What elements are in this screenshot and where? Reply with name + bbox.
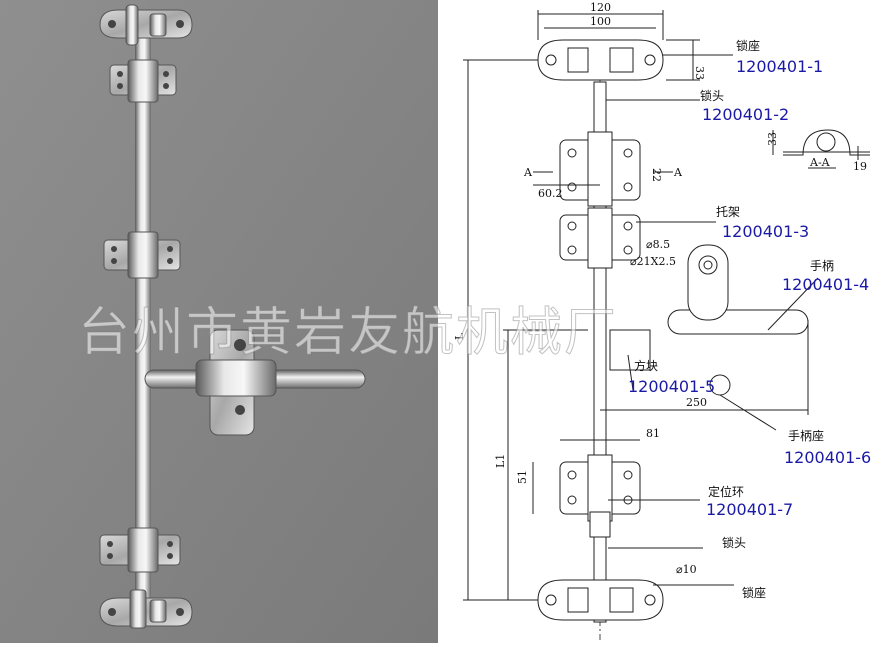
section-mark-a-right: A	[673, 166, 683, 179]
dim-tube: ⌀21X2.5	[630, 255, 676, 268]
section-aa	[772, 129, 870, 169]
handle-assembly	[144, 329, 366, 436]
label-bracket: 托架	[716, 205, 740, 219]
dim-d10: ⌀10	[676, 563, 697, 576]
middle-bracket	[103, 231, 181, 279]
top-lock-seat	[99, 4, 193, 46]
label-positioning-ring: 定位环	[708, 484, 744, 499]
dim-51: 51	[516, 470, 529, 484]
section-mark-a-left: A	[523, 166, 533, 179]
code-handle-seat: 1200401-6	[784, 448, 871, 467]
photo-background	[0, 0, 438, 643]
dim-33-top: 33	[693, 66, 706, 80]
dim-60-2: 60.2	[538, 187, 563, 200]
lower-bracket	[99, 527, 181, 573]
upper-bracket	[109, 59, 177, 103]
sec-label-aa: A-A	[809, 156, 831, 169]
label-square-block: 方块	[634, 358, 658, 373]
dim-L: L	[453, 332, 466, 340]
code-lock-head-top: 1200401-2	[702, 105, 789, 124]
label-lock-head-bottom: 锁头	[722, 535, 746, 550]
drawing-bottom-seat	[537, 579, 664, 621]
label-handle: 手柄	[810, 259, 834, 273]
dim-250: 250	[686, 396, 707, 409]
dim-100: 100	[590, 15, 611, 28]
dim-81: 81	[646, 427, 660, 440]
label-lock-seat-bottom: 锁座	[742, 585, 766, 600]
dim-22: 22	[650, 168, 663, 182]
code-square-block: 1200401-5	[628, 377, 715, 396]
label-lock-head-top: 锁头	[700, 88, 724, 103]
code-bracket: 1200401-3	[722, 222, 809, 241]
drawing-svg: 120 100 33 60.2 22 ⌀8.5 ⌀21X2.5 250 81 5…	[453, 1, 871, 640]
main-rod	[135, 30, 151, 620]
dim-d8-5: ⌀8.5	[646, 238, 670, 251]
code-handle: 1200401-4	[782, 275, 869, 294]
product-photo	[0, 0, 438, 643]
drawing-handle	[667, 309, 809, 335]
watermark: 台州市黄岩友航机械厂	[77, 303, 619, 364]
photo-svg	[0, 0, 438, 643]
dim-L1: L1	[494, 454, 507, 468]
drawing-square-block	[609, 329, 651, 371]
label-handle-seat: 手柄座	[788, 428, 824, 443]
bottom-lock-seat	[99, 589, 193, 629]
technical-drawing: 120 100 33 60.2 22 ⌀8.5 ⌀21X2.5 250 81 5…	[438, 0, 890, 643]
drawing-top-seat	[537, 39, 664, 81]
label-lock-seat-top: 锁座	[736, 38, 760, 53]
sec-dim-19: 19	[853, 160, 867, 173]
code-positioning-ring: 1200401-7	[706, 500, 793, 519]
code-lock-seat-top: 1200401-1	[736, 57, 823, 76]
sec-dim-33: 33	[766, 132, 779, 146]
dim-120: 120	[590, 1, 611, 14]
